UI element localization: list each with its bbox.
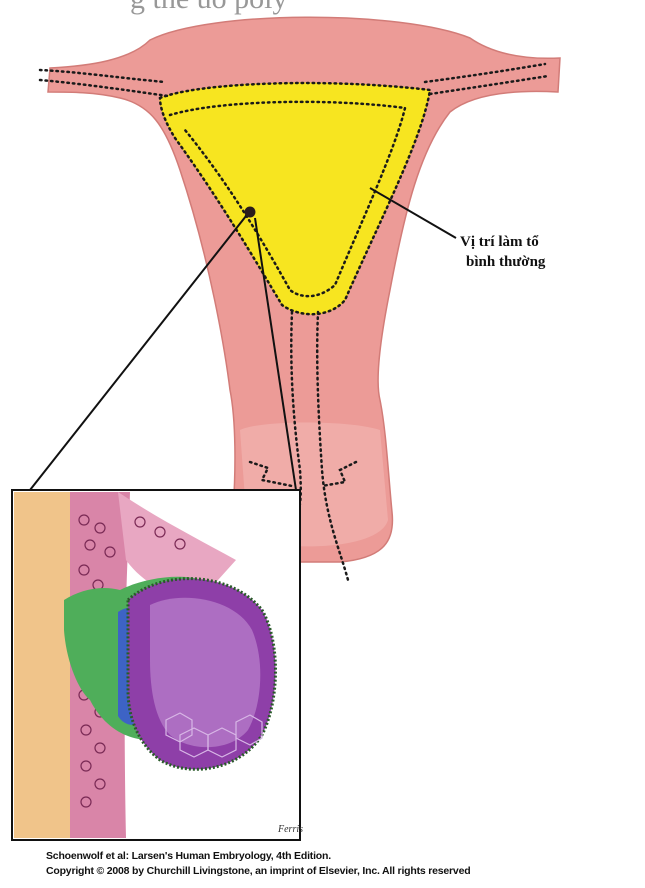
dotted-cavity-outline [158,81,432,316]
dotted-cavity-inner [168,100,407,298]
dotted-canal-right [315,310,350,582]
credit-line-2: Copyright © 2008 by Churchill Livingston… [46,865,471,877]
dotted-tube-left-lower [38,78,170,98]
dotted-tube-right-upper [423,62,547,84]
dotted-cervix-right-fold [320,460,358,488]
dotted-tube-right-lower [428,74,550,96]
implantation-label-line1: Vị trí làm tổ [460,234,539,250]
implantation-site-dot [244,206,256,218]
inset-blastocyst-cavity [150,597,261,748]
inset-panel [11,489,301,841]
inset-blastocyst-cells [165,712,263,758]
artist-signature: Ferris [277,824,303,835]
leader-line-annotation [369,187,457,239]
cropped-heading-text: g the uo poly [130,0,288,15]
inset-stroma [14,492,74,838]
inset-epithelium-surface [118,492,236,600]
credit-line-1: Schoenwolf et al: Larsen's Human Embryol… [46,850,331,862]
leader-line-to-inset-left [29,215,247,491]
dotted-tube-left-upper [38,68,167,84]
leader-line-to-inset-right [254,217,297,491]
implantation-label-line2: bình thường [466,254,546,270]
